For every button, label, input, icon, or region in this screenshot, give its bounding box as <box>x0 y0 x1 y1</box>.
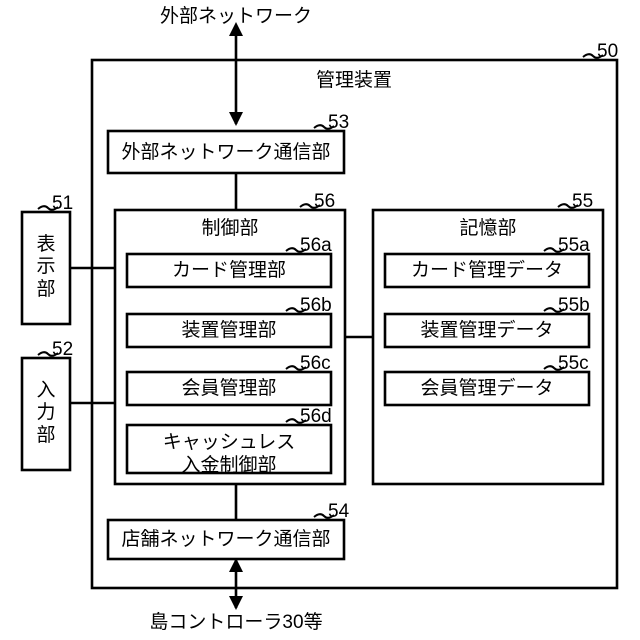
ref-56b: 56b <box>300 295 332 316</box>
box-card-management-data <box>383 252 591 289</box>
leader-55b <box>543 307 565 313</box>
device-management-data-label: 装置管理データ <box>420 320 554 341</box>
input-unit-label: 入力部 <box>36 380 56 446</box>
leader-55c <box>543 365 565 371</box>
card-management-data-label: カード管理データ <box>410 260 564 281</box>
outer-frame-management-device <box>90 58 619 590</box>
storage-unit-title: 記憶部 <box>459 218 517 239</box>
ref-54: 54 <box>328 501 350 522</box>
leader-56a <box>285 247 307 253</box>
leader-50 <box>582 53 604 59</box>
ref-56d: 56d <box>300 406 332 427</box>
box-display-unit <box>20 210 72 326</box>
arrowhead-external-network-down <box>229 112 243 126</box>
store-network-comm-label: 店舗ネットワーク通信部 <box>121 529 331 550</box>
ref-55b: 55b <box>558 295 590 316</box>
ref-55a: 55a <box>558 235 590 256</box>
arrowhead-external-network-up <box>229 22 243 36</box>
ref-52: 52 <box>52 339 74 360</box>
ref-55: 55 <box>572 191 594 212</box>
external-network-label: 外部ネットワーク <box>159 6 313 27</box>
box-store-network-comm <box>106 518 346 561</box>
arrowhead-store-network-up <box>229 558 243 572</box>
display-unit-label: 表示部 <box>36 234 56 300</box>
leader-55a <box>543 247 565 253</box>
box-external-network-comm <box>106 129 346 175</box>
control-unit-title: 制御部 <box>201 218 259 239</box>
box-input-unit <box>20 356 72 472</box>
management-device-title: 管理装置 <box>315 70 393 91</box>
member-management-data-label: 会員管理データ <box>420 378 554 399</box>
box-card-management-unit <box>125 252 333 289</box>
member-management-unit-label: 会員管理部 <box>181 378 277 399</box>
card-management-unit-label: カード管理部 <box>171 260 287 281</box>
ref-51: 51 <box>52 193 74 214</box>
leader-56d <box>285 418 307 424</box>
leader-54 <box>313 513 335 519</box>
island-controller-label: 島コントローラ30等 <box>149 612 323 633</box>
leader-52 <box>37 351 59 357</box>
leader-56 <box>299 203 321 209</box>
external-network-comm-label: 外部ネットワーク通信部 <box>121 142 331 163</box>
leader-55 <box>557 203 579 209</box>
leader-51 <box>37 205 59 211</box>
ref-56a: 56a <box>300 235 332 256</box>
arrowhead-store-network-down <box>229 596 243 610</box>
box-member-management-data <box>383 370 591 407</box>
device-management-unit-label: 装置管理部 <box>181 320 277 341</box>
ref-56c: 56c <box>300 353 331 374</box>
leader-56b <box>285 307 307 313</box>
cashless-deposit-control-unit-label: キャッシュレス入金制御部 <box>162 432 296 476</box>
leader-53 <box>313 124 335 130</box>
box-device-management-data <box>383 312 591 349</box>
ref-55c: 55c <box>558 353 589 374</box>
box-cashless-deposit-control-unit <box>125 423 333 475</box>
ref-53: 53 <box>328 112 350 133</box>
box-device-management-unit <box>125 312 333 349</box>
leader-56c <box>285 365 307 371</box>
ref-50: 50 <box>597 41 619 62</box>
box-member-management-unit <box>125 370 333 407</box>
ref-56: 56 <box>314 191 336 212</box>
